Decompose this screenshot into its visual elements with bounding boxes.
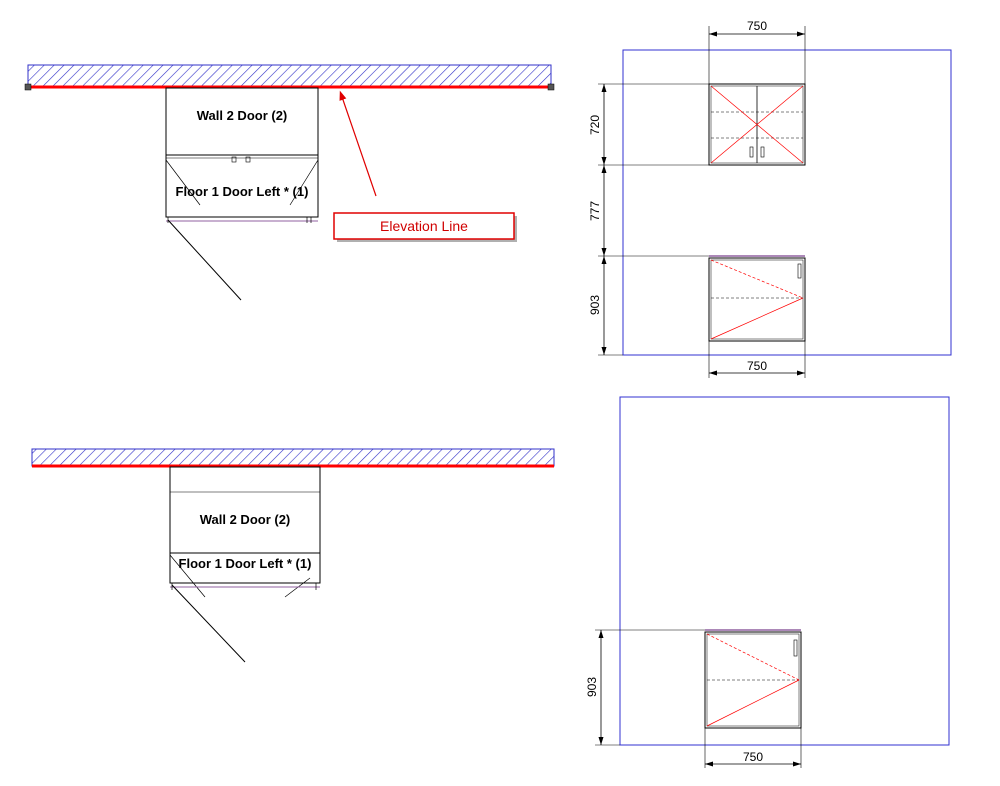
dim-width-top-top: 750	[708, 19, 806, 84]
wall-cabinet-plan-bottom[interactable]	[169, 466, 321, 554]
dim-floor-height-label-bottom: 903	[585, 677, 599, 697]
floor-cabinet-swing-left-bottom	[169, 554, 206, 598]
dim-width-bottom-label-top: 750	[747, 359, 767, 373]
floor-cabinet-handle-2	[245, 156, 251, 163]
bottom-plan-view: Wall 2 Door (2) Floor 1 Door Left * (1)	[31, 448, 555, 663]
top-elevation-view: 750	[588, 19, 952, 378]
floor-cabinet-swing-right	[289, 159, 319, 206]
callout-box	[333, 212, 515, 240]
floor-cabinet-elevation-bottom[interactable]	[704, 629, 802, 729]
room-outline-top	[622, 49, 952, 356]
callout-label: Elevation Line	[380, 218, 468, 234]
elevation-line-callout: Elevation Line	[333, 90, 517, 242]
door-swing-line-top	[167, 219, 242, 301]
floor-cabinet-handle-1	[231, 156, 237, 163]
floor-cabinet-plan-top[interactable]	[165, 154, 319, 218]
dim-wall-height-label: 720	[588, 115, 602, 135]
floor-cabinet-label-top: Floor 1 Door Left * (1)	[176, 184, 309, 199]
door-swing-line-bottom	[171, 584, 246, 663]
top-plan-view: Wall 2 Door (2) Floor 1 Door Left * (1)	[24, 64, 555, 301]
dim-vertical-bottom: 903	[585, 629, 705, 746]
wall-hatch-top	[27, 64, 552, 88]
dim-gap-label: 777	[588, 201, 602, 221]
dim-vertical-stack-top: 720 777 903	[588, 83, 709, 356]
wall-cabinet-elevation-top[interactable]	[708, 83, 806, 166]
callout-arrow	[339, 90, 377, 197]
wall-cabinet-label-top: Wall 2 Door (2)	[197, 108, 288, 123]
floor-cabinet-swing-left	[165, 159, 201, 206]
bottom-elevation-view: 903 750	[585, 396, 950, 768]
dim-width-top-label: 750	[747, 19, 767, 33]
floor-cabinet-elevation-top[interactable]	[708, 255, 806, 342]
dim-width-bottom-top: 750	[708, 341, 806, 378]
wall-cabinet-label-bottom: Wall 2 Door (2)	[200, 512, 291, 527]
dim-width-bottom-label-bottom: 750	[743, 750, 763, 764]
wall-hatch-bottom	[31, 448, 555, 467]
elevation-line-start-handle[interactable]	[24, 83, 32, 91]
elevation-line-end-handle[interactable]	[547, 83, 555, 91]
room-outline-bottom	[619, 396, 950, 746]
floor-cabinet-label-bottom: Floor 1 Door Left * (1)	[179, 556, 312, 571]
dim-width-bottom-bottom: 750	[704, 728, 802, 768]
dim-floor-height-label: 903	[588, 295, 602, 315]
floor-cabinet-plan-bottom[interactable]	[169, 552, 321, 584]
